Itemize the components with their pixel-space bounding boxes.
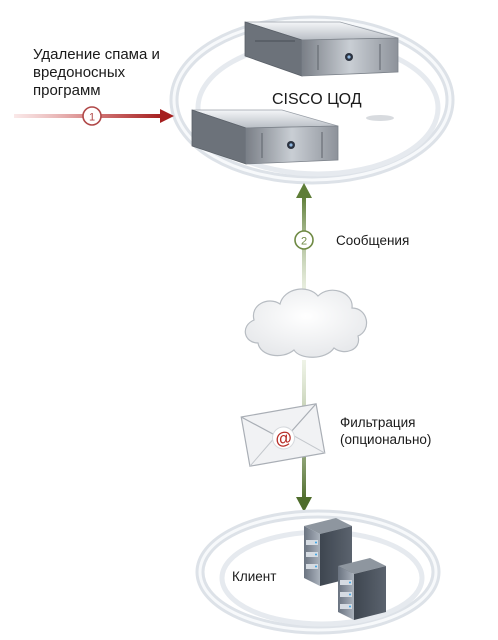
step-1-number: 1	[89, 112, 95, 124]
step-1-marker: 1	[82, 106, 102, 126]
label-messages: Сообщения	[336, 233, 410, 248]
server-appliance-bottom	[191, 109, 394, 165]
label-spam-removal-line1: Удаление спама и	[33, 46, 160, 63]
label-filtering-line1: Фильтрация	[340, 415, 416, 430]
step-2-marker: 2	[294, 230, 314, 250]
label-spam-removal-line2: вредоносных	[33, 64, 126, 81]
step-2-number: 2	[301, 236, 307, 248]
label-spam-removal-line3: программ	[33, 82, 101, 99]
server-appliance-top	[244, 21, 399, 77]
messages-arrow-up	[296, 183, 312, 306]
envelope-icon: @	[240, 403, 326, 467]
client-server-rack-2	[338, 558, 386, 620]
internet-cloud-icon	[244, 288, 368, 358]
svg-text:@: @	[274, 428, 294, 450]
label-filtering-line2: (опционально)	[340, 432, 432, 447]
label-client: Клиент	[232, 569, 277, 584]
label-datacenter: CISCO ЦОД	[272, 91, 362, 108]
